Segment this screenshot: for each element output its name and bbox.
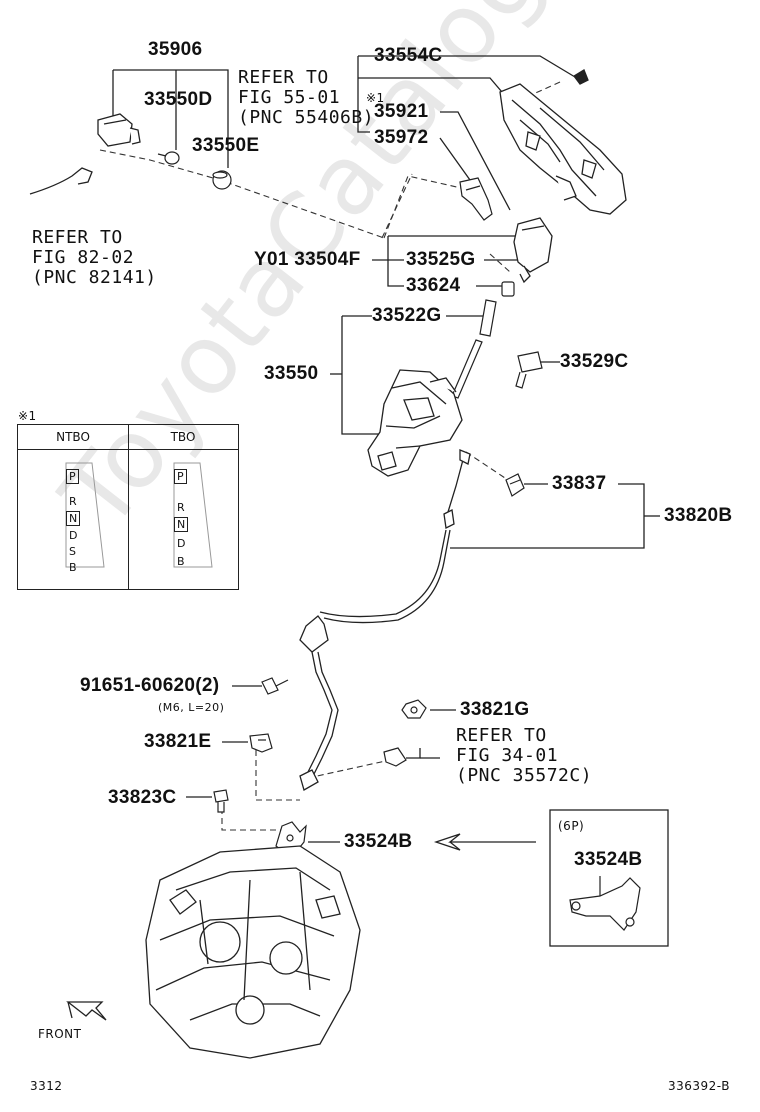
label-33550: 33550 (264, 363, 319, 384)
table-title: ※1 (18, 409, 37, 423)
refer82-line2: FIG 82-02 (32, 247, 135, 268)
ntbo-gate-shape (65, 462, 105, 568)
clip-33837 (505, 473, 525, 497)
label-33504F: Y01 33504F (254, 249, 361, 270)
label-33821E: 33821E (144, 731, 212, 752)
tbo-column: TBO P R N D B (128, 425, 238, 589)
label-35906: 35906 (148, 39, 203, 60)
shift-lever-33550 (367, 369, 463, 477)
inset-bracket-33524B (569, 876, 641, 931)
bulb-33550D (157, 151, 180, 165)
inset-box (549, 809, 669, 947)
diagram-code: 336392-B (668, 1079, 730, 1093)
clip-33821E (249, 733, 273, 753)
ntbo-gear-p: P (66, 469, 79, 484)
ntbo-gear-r: R (69, 495, 77, 508)
piece-33624 (501, 281, 515, 297)
leader-35921 (440, 111, 511, 211)
cable-33820B (299, 449, 471, 791)
bolt-33823C (213, 789, 229, 813)
bolt-33529C (515, 351, 543, 389)
tbo-gear-r: R (177, 501, 185, 514)
inset-tag: (6P) (558, 819, 585, 833)
front-label: FRONT (38, 1027, 82, 1041)
label-33529C: 33529C (560, 351, 629, 372)
ntbo-gear-b: B (69, 561, 77, 574)
connector-35906 (29, 113, 141, 195)
label-35972: 35972 (374, 127, 429, 148)
refer34-line3: (PNC 35572C) (456, 765, 593, 786)
refer55-line2: FIG 55-01 (238, 87, 341, 108)
label-33624: 33624 (406, 275, 461, 296)
refer34-line2: FIG 34-01 (456, 745, 559, 766)
ntbo-gear-s: S (69, 545, 76, 558)
knob-33504F (513, 217, 553, 284)
label-33823C: 33823C (108, 787, 177, 808)
label-35921: 35921 (374, 101, 429, 122)
leader-35972 (439, 137, 471, 181)
label-33524B: 33524B (344, 831, 413, 852)
label-33821G: 33821G (460, 699, 530, 720)
transmission-assembly (145, 845, 361, 1059)
label-33522G: 33522G (372, 305, 442, 326)
label-33820B: 33820B (664, 505, 733, 526)
tbo-header: TBO (128, 425, 238, 450)
ntbo-column: NTBO P R N D S B (18, 425, 129, 589)
refer55-line1: REFER TO (238, 67, 329, 88)
refer82-line3: (PNC 82141) (32, 267, 157, 288)
ntbo-gear-d: D (69, 529, 78, 542)
page-code: 3312 (30, 1079, 63, 1093)
label-33837: 33837 (552, 473, 607, 494)
label-33550E: 33550E (192, 135, 260, 156)
housing-33554C (499, 69, 627, 215)
bolt-91651 (261, 677, 289, 695)
switch-35972 (459, 177, 493, 221)
ntbo-gear-n: N (66, 511, 81, 526)
label-33554C: 33554C (374, 45, 443, 66)
tbo-gear-n: N (174, 517, 189, 532)
rod-33522G (451, 299, 497, 399)
front-arrow-icon (66, 1001, 107, 1021)
arrow-to-inset (433, 833, 536, 851)
label-33525G: 33525G (406, 249, 476, 270)
bracket-33524B (275, 821, 307, 853)
tbo-gear-p: P (174, 469, 187, 484)
bracket-refer34 (383, 747, 407, 767)
tbo-gate-shape (173, 462, 213, 568)
inset-part-label: 33524B (574, 849, 643, 870)
gear-pattern-table: NTBO P R N D S B TBO P R N D B (17, 424, 239, 590)
leader-33554C (358, 55, 581, 81)
leader-33550 (341, 316, 380, 435)
leader-35906 (113, 69, 229, 168)
refer55-line3: (PNC 55406B) (238, 107, 375, 128)
tbo-gear-b: B (177, 555, 185, 568)
leader-33504F (387, 236, 404, 287)
label-33550D: 33550D (144, 89, 213, 110)
tbo-gear-d: D (177, 537, 186, 550)
refer34-line1: REFER TO (456, 725, 547, 746)
socket-33550E (212, 170, 232, 190)
leader-33820B (450, 483, 645, 549)
label-91651: 91651-60620(2) (80, 675, 220, 696)
ntbo-header: NTBO (18, 425, 128, 450)
label-91651-note: (M6, L=20) (158, 701, 225, 714)
note1-mark: ※1 (366, 91, 385, 105)
refer82-line1: REFER TO (32, 227, 123, 248)
nut-33821G (401, 699, 427, 719)
